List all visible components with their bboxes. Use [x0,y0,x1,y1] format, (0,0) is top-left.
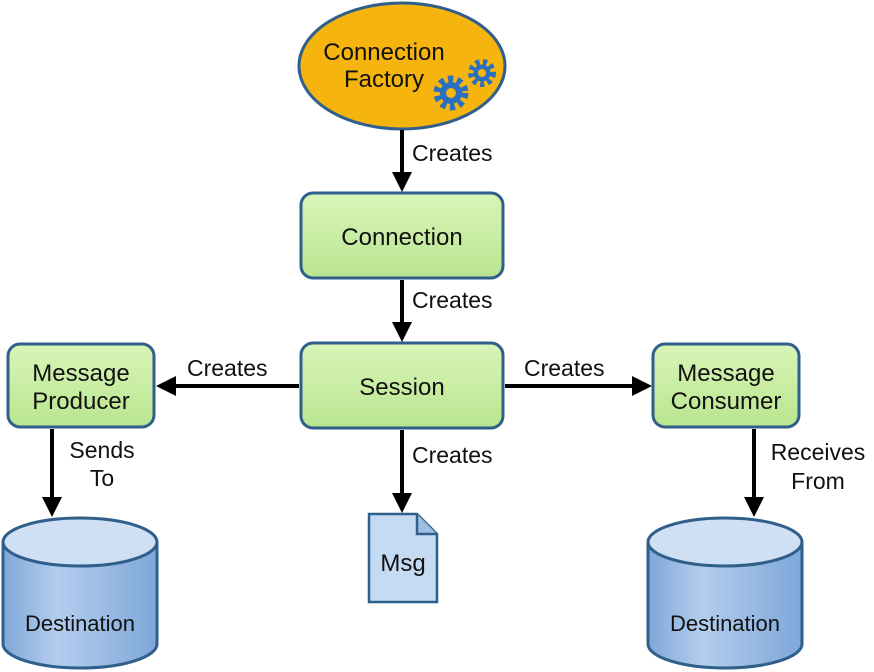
message-producer-label-line1: Message [32,360,129,387]
edge-factory-to-connection-label: Creates [412,140,493,166]
edge-consumer-from-destination: Receives From [744,429,866,517]
message-consumer-node: Message Consumer [651,342,801,429]
destination-right-node: Destination [646,516,804,670]
edge-producer-to-destination: Sends To [42,429,135,517]
msg-node: Msg [367,512,439,604]
edge-session-to-consumer: Creates [505,355,652,396]
destination-left-node: Destination [1,516,159,670]
session-node: Session [299,341,505,430]
edge-producer-to-destination-label-line1: Sends [69,437,134,463]
connection-factory-node: Connection Factory [297,1,507,131]
message-producer-node: Message Producer [6,342,156,429]
document-icon [367,512,439,604]
edge-connection-to-session-label: Creates [412,287,493,313]
connection-node: Connection [299,191,505,280]
message-producer-label-line2: Producer [32,388,129,415]
edge-session-to-msg: Creates [392,430,493,513]
msg-label: Msg [380,550,425,577]
connection-factory-label-line1: Connection [323,39,444,66]
destination-left-label: Destination [25,611,135,636]
edge-session-to-producer: Creates [156,355,299,396]
message-consumer-label-line1: Message [677,360,774,387]
edge-session-to-msg-label: Creates [412,442,493,468]
gears-icon [433,59,496,111]
connection-factory-label-line2: Factory [344,66,424,93]
edge-consumer-from-destination-label-line2: From [791,468,845,494]
connection-label: Connection [341,224,462,251]
edge-session-to-consumer-label: Creates [524,355,605,381]
edge-session-to-producer-label: Creates [187,355,268,381]
session-label: Session [359,374,444,401]
edge-producer-to-destination-label-line2: To [90,465,114,491]
destination-right-label: Destination [670,611,780,636]
message-consumer-label-line2: Consumer [671,388,782,415]
edge-consumer-from-destination-label-line1: Receives [771,439,866,465]
edge-connection-to-session: Creates [392,280,493,342]
edge-factory-to-connection: Creates [392,130,493,192]
